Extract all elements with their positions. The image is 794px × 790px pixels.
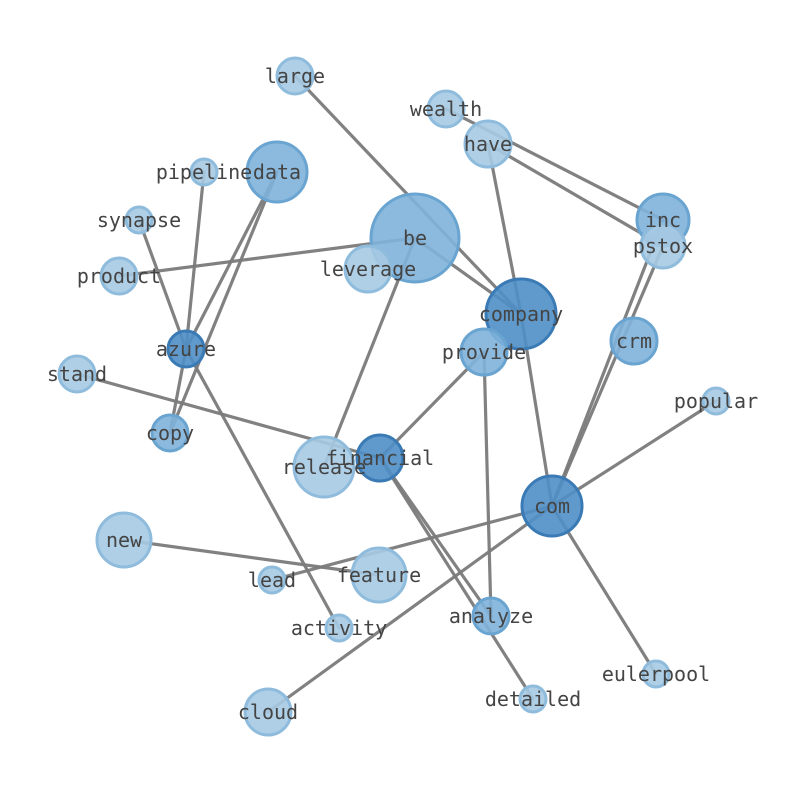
node-label-company: company xyxy=(479,302,563,326)
node-label-pipeline: pipeline xyxy=(156,160,252,184)
node-activity xyxy=(324,613,354,643)
node-financial xyxy=(355,433,405,483)
node-copy xyxy=(150,413,190,453)
edge-provide-financial xyxy=(378,350,486,460)
edge-have-pstox xyxy=(486,142,665,248)
node-label-stand: stand xyxy=(47,362,107,386)
node-label-activity: activity xyxy=(291,616,387,640)
node-label-new: new xyxy=(106,528,143,552)
node-label-have: have xyxy=(464,132,512,156)
node-provide xyxy=(459,327,509,377)
edge-data-copy xyxy=(168,170,279,435)
node-label-provide: provide xyxy=(442,340,526,364)
node-data xyxy=(245,140,309,204)
node-label-copy: copy xyxy=(146,421,194,445)
edge-com-popular xyxy=(550,399,718,508)
node-company xyxy=(484,277,558,351)
node-label-synapse: synapse xyxy=(97,208,181,232)
edge-product-be xyxy=(117,236,417,278)
node-wealth xyxy=(426,89,466,129)
node-feature xyxy=(350,546,408,604)
node-label-cloud: cloud xyxy=(238,700,298,724)
node-label-release: release xyxy=(282,455,366,479)
node-label-financial: financial xyxy=(326,446,434,470)
edge-com-eulerpool xyxy=(550,504,658,676)
node-label-eulerpool: eulerpool xyxy=(602,662,710,686)
node-crm xyxy=(609,316,659,366)
node-eulerpool xyxy=(641,659,671,689)
node-leverage xyxy=(343,244,393,294)
node-label-detailed: detailed xyxy=(485,687,581,711)
edge-inc-com xyxy=(550,218,665,508)
node-label-popular: popular xyxy=(674,389,758,413)
node-lead xyxy=(257,565,287,595)
node-have xyxy=(463,119,513,169)
node-label-inc: inc xyxy=(645,208,681,232)
node-layer xyxy=(57,56,731,737)
node-large xyxy=(275,56,315,96)
edge-com-cloud xyxy=(266,504,554,714)
node-label-data: data xyxy=(253,160,301,184)
node-com xyxy=(520,474,584,538)
edge-pstox-com xyxy=(550,244,665,508)
node-label-analyze: analyze xyxy=(449,604,533,628)
node-product xyxy=(99,256,139,296)
node-release xyxy=(292,435,356,499)
node-azure xyxy=(166,329,206,369)
edge-financial-detailed xyxy=(378,456,535,701)
node-popular xyxy=(701,386,731,416)
node-pipeline xyxy=(189,157,219,187)
node-synapse xyxy=(124,205,154,235)
node-new xyxy=(95,511,153,569)
node-label-be: be xyxy=(403,226,427,250)
node-be xyxy=(369,192,461,284)
node-detailed xyxy=(518,684,548,714)
node-cloud xyxy=(243,687,293,737)
edge-provide-analyze xyxy=(482,350,493,618)
node-label-crm: crm xyxy=(616,329,652,353)
node-label-com: com xyxy=(534,494,570,518)
node-label-pstox: pstox xyxy=(633,234,693,258)
edge-synapse-azure xyxy=(137,218,188,351)
node-label-azure: azure xyxy=(156,337,216,361)
node-stand xyxy=(57,354,97,394)
node-label-leverage: leverage xyxy=(320,257,416,281)
node-analyze xyxy=(471,596,511,636)
node-pstox xyxy=(639,222,687,270)
node-label-wealth: wealth xyxy=(410,97,482,121)
edge-pipeline-azure xyxy=(184,170,206,351)
edge-azure-activity xyxy=(184,347,341,630)
node-label-product: product xyxy=(77,264,161,288)
node-label-large: large xyxy=(265,64,325,88)
node-label-feature: feature xyxy=(337,563,421,587)
node-label-lead: lead xyxy=(248,568,296,592)
edge-new-feature xyxy=(122,538,381,577)
